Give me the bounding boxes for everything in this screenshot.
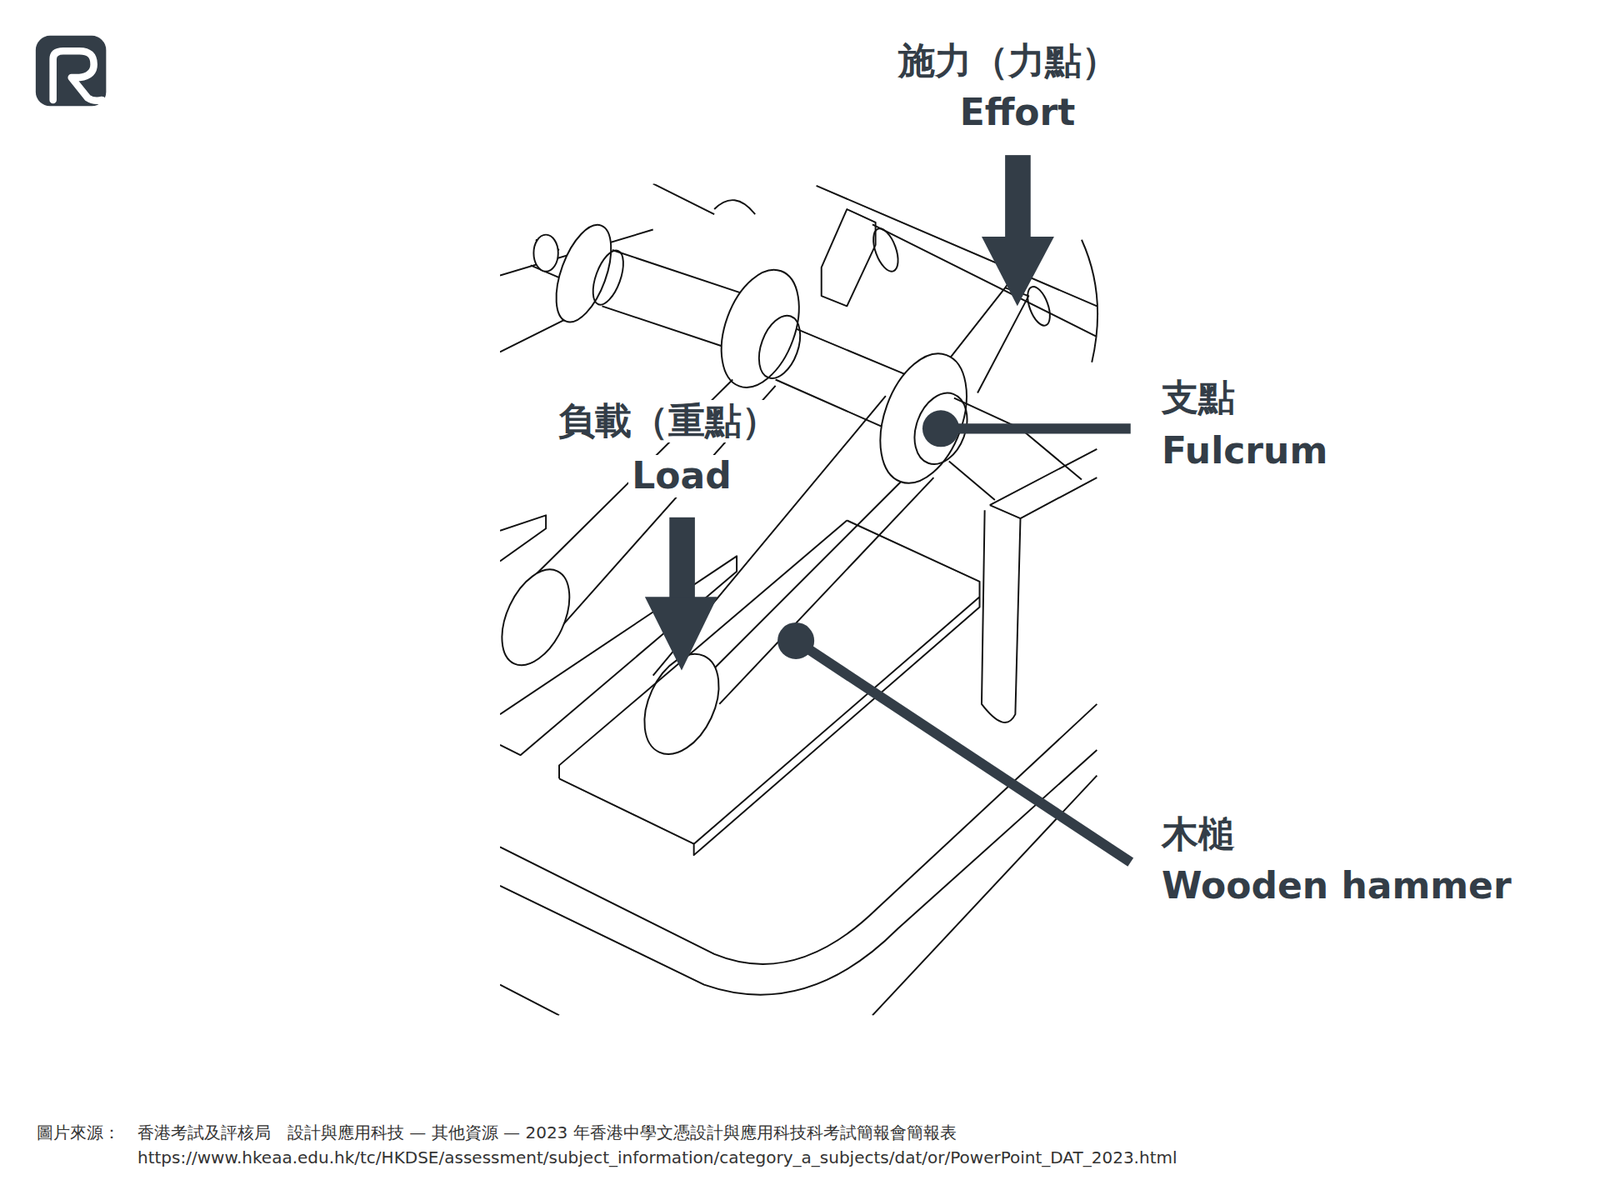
source-org: 香港考試及評核局	[134, 1123, 275, 1143]
effort-label-zh: 施力（力點）	[895, 40, 1122, 83]
load-label: Load	[628, 455, 735, 498]
hammer-label-zh: 木槌	[1158, 813, 1239, 856]
load-label-zh: 負載（重點）	[555, 400, 782, 443]
source-title: 設計與應用科技 — 其他資源 — 2023 年香港中學文憑設計與應用科技科考試簡…	[284, 1123, 960, 1143]
force-arrows	[645, 155, 1131, 863]
logo	[35, 35, 106, 106]
fulcrum-label-zh: 支點	[1158, 376, 1239, 420]
effort-label: Effort	[956, 91, 1080, 135]
fulcrum-label: Fulcrum	[1158, 430, 1331, 473]
source-url: https://www.hkeaa.edu.hk/tc/HKDSE/assess…	[134, 1148, 1181, 1168]
mechanism-drawing	[500, 183, 1098, 1015]
hammer-label: Wooden hammer	[1158, 865, 1515, 908]
source-label: 圖片來源：	[33, 1123, 124, 1143]
